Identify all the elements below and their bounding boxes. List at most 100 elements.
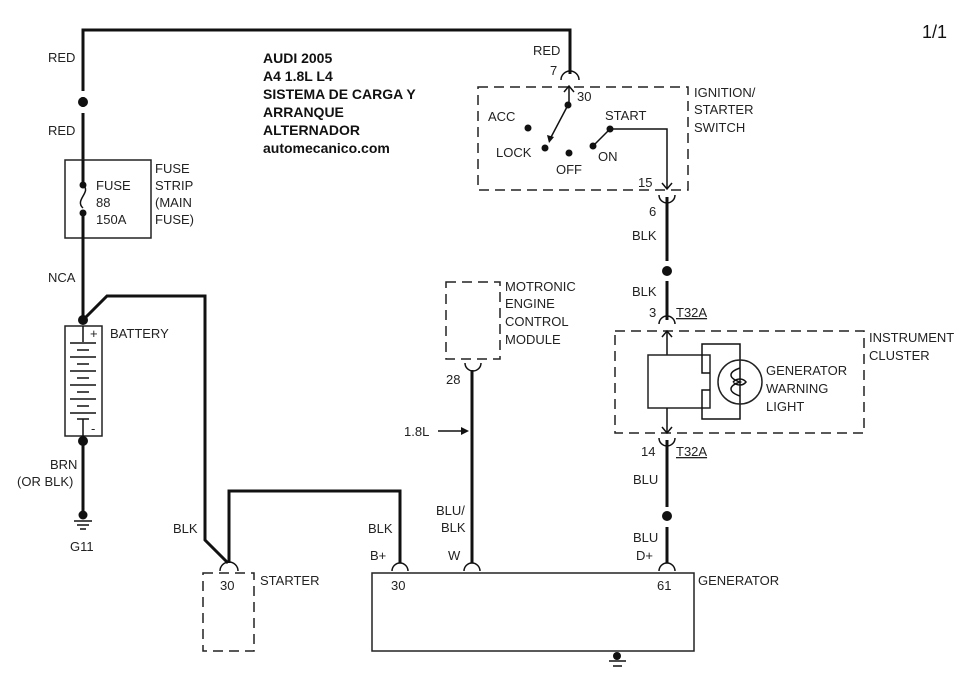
connector-icon <box>560 70 580 81</box>
warning-light-label: GENERATOR <box>766 363 847 378</box>
title-line: A4 1.8L L4 <box>263 68 333 84</box>
warning-lamp-icon <box>717 359 763 405</box>
splice-dot <box>78 97 88 107</box>
wire-label: BLU <box>633 472 658 487</box>
switch-output-lead <box>610 128 668 189</box>
fuse-strip: FUSE 88 150A FUSE STRIP (MAIN FUSE) <box>64 159 194 239</box>
wire-label: RED <box>48 123 75 138</box>
fuse-number: 88 <box>96 195 110 210</box>
generator-label: GENERATOR <box>698 573 779 588</box>
switch-contact-acc <box>524 124 532 132</box>
wire-label: BRN <box>50 457 77 472</box>
wire-label: BLK <box>173 521 198 536</box>
ecm-box <box>445 281 501 360</box>
position-label: LOCK <box>496 145 532 160</box>
title-line: SISTEMA DE CARGA Y <box>263 86 416 102</box>
wire-blk-generator <box>227 489 402 563</box>
position-label: START <box>605 108 646 123</box>
title-line: automecanico.com <box>263 140 390 156</box>
wire-label: NCA <box>48 270 76 285</box>
fuse-strip-label: FUSE <box>155 161 190 176</box>
switch-link <box>592 128 611 147</box>
switch-contact-lock <box>541 144 549 152</box>
ecm-label: MOTRONIC <box>505 279 576 294</box>
wire-label: BLK <box>632 284 657 299</box>
battery-label: BATTERY <box>110 326 169 341</box>
lamp-filament-icon <box>730 367 743 397</box>
title-line: ARRANQUE <box>263 104 344 120</box>
ground-icon <box>609 652 626 667</box>
ecm-label: MODULE <box>505 332 561 347</box>
generator: B+ W D+ 30 61 GENERATOR <box>370 548 779 667</box>
battery-minus: - <box>91 421 95 436</box>
wire-label: BLU <box>633 530 658 545</box>
wire-label: RED <box>48 50 75 65</box>
arrow-icon <box>563 84 575 93</box>
fuse-label: FUSE <box>96 178 131 193</box>
wire-label: (OR BLK) <box>17 474 73 489</box>
wire-gap <box>78 91 88 97</box>
fuse-strip-label: STRIP <box>155 178 193 193</box>
switch-blade-icon <box>548 104 569 142</box>
ecm-label: CONTROL <box>505 314 569 329</box>
ecm-label: ENGINE <box>505 296 555 311</box>
starter: 30 STARTER <box>202 561 319 652</box>
starter-label: STARTER <box>260 573 319 588</box>
generator-box <box>371 572 695 652</box>
title-line: ALTERNADOR <box>263 122 360 138</box>
pin-name: W <box>448 548 461 563</box>
connector-icon <box>658 315 676 325</box>
pin-label: 61 <box>657 578 671 593</box>
title-line: AUDI 2005 <box>263 50 332 66</box>
cluster-circuit-box <box>647 354 711 409</box>
fuse-strip-label: FUSE) <box>155 212 194 227</box>
arrow-head-icon <box>461 427 469 435</box>
arrow-icon <box>661 182 673 191</box>
starter-box <box>202 572 255 652</box>
warning-light-label: WARNING <box>766 381 828 396</box>
wire-label: BLK <box>368 521 393 536</box>
wire-label: RED <box>533 43 560 58</box>
fuse-strip-label: (MAIN <box>155 195 192 210</box>
ignition-label: STARTER <box>694 102 753 117</box>
engine-control-module: MOTRONIC ENGINE CONTROL MODULE 28 <box>445 279 576 387</box>
position-label: ON <box>598 149 618 164</box>
cluster-label: INSTRUMENT <box>869 330 954 345</box>
pin-label: 30 <box>220 578 234 593</box>
fuse-rating: 150A <box>96 212 127 227</box>
position-label: OFF <box>556 162 582 177</box>
arrow-icon <box>661 329 673 338</box>
cluster-label: CLUSTER <box>869 348 930 363</box>
wire-blk-starter <box>81 294 230 565</box>
connector-label: T32A <box>676 444 707 459</box>
connector-icon <box>658 562 676 572</box>
wire-gap <box>78 107 88 113</box>
ground-label: G11 <box>70 539 94 554</box>
instrument-cluster: 3 T32A GENERATOR WARNING LIGHT INSTRUMEN… <box>614 305 954 459</box>
wire-label: BLU/ <box>436 503 465 518</box>
switch-contact-off <box>565 149 573 157</box>
lamp-filament-loop <box>732 378 747 386</box>
fuse-icon <box>79 184 87 209</box>
pin-label: 30 <box>391 578 405 593</box>
pin-name: D+ <box>636 548 653 563</box>
connector-icon <box>463 562 481 572</box>
pin-label: 7 <box>550 63 557 78</box>
splice-dot <box>662 511 672 521</box>
connector-label: T32A <box>676 305 707 320</box>
pin-name: B+ <box>370 548 386 563</box>
wire-note: 1.8L <box>404 424 429 439</box>
ignition-label: IGNITION/ <box>694 85 756 100</box>
battery-plus: + <box>90 326 98 341</box>
connector-icon <box>219 561 239 572</box>
splice-dot <box>662 266 672 276</box>
warning-light-label: LIGHT <box>766 399 804 414</box>
wire-red-main <box>81 28 572 92</box>
ignition-label: SWITCH <box>694 120 745 135</box>
wire-label: BLK <box>632 228 657 243</box>
position-label: ACC <box>488 109 515 124</box>
title-block: AUDI 2005 A4 1.8L L4 SISTEMA DE CARGA Y … <box>263 50 416 156</box>
page-number: 1/1 <box>922 22 947 42</box>
battery: + - BATTERY <box>64 315 169 446</box>
